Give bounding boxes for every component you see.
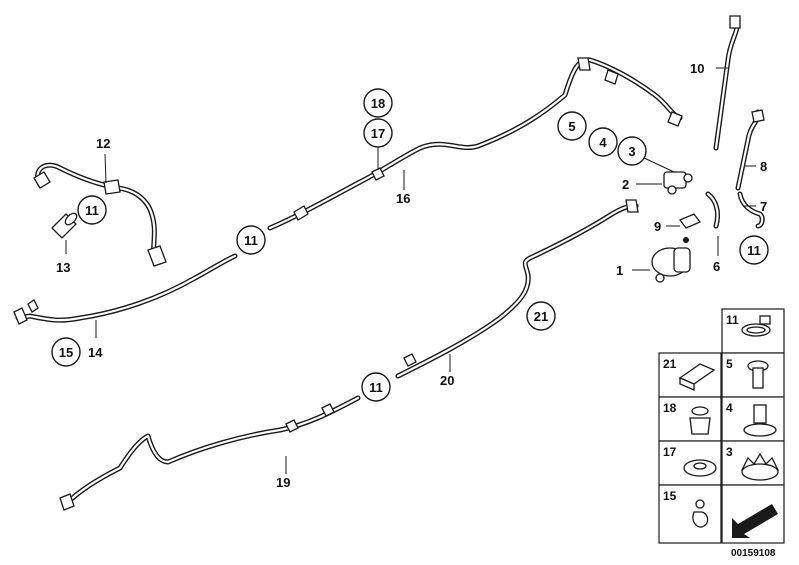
- pipe-19: [59, 395, 361, 511]
- arrow-icon: [732, 504, 778, 538]
- svg-text:3: 3: [628, 144, 635, 159]
- svg-text:17: 17: [371, 126, 385, 141]
- pipe-14: [13, 253, 238, 325]
- svg-text:18: 18: [663, 401, 677, 415]
- svg-text:11: 11: [726, 313, 739, 327]
- callout-3: 3: [617, 136, 647, 166]
- pump-1: [651, 237, 691, 283]
- gear-clip-icon: [740, 452, 780, 481]
- callout-11-mid: 11: [236, 225, 266, 255]
- callout-1: 1: [616, 263, 623, 278]
- svg-text:7: 7: [760, 199, 767, 214]
- grommet-icon: [689, 406, 711, 435]
- bolt-icon: [747, 360, 769, 389]
- hose-clamp-icon: [741, 315, 771, 337]
- callout-7: 7: [760, 199, 767, 214]
- rubber-mount-icon: [678, 363, 716, 391]
- callout-4: 4: [588, 127, 618, 157]
- svg-text:13: 13: [56, 260, 70, 275]
- svg-text:18: 18: [371, 96, 385, 111]
- callout-17: 17: [363, 118, 393, 148]
- clip-9: [678, 213, 702, 229]
- svg-text:12: 12: [96, 136, 110, 151]
- hose-12: [33, 162, 167, 267]
- svg-text:9: 9: [654, 219, 661, 234]
- callout-10: 10: [690, 61, 704, 76]
- callout-11-left: 11: [77, 195, 107, 225]
- callout-13: 13: [56, 260, 70, 275]
- hose-10: [713, 15, 741, 151]
- callout-11-right: 11: [739, 235, 769, 265]
- valve-2: [663, 171, 693, 195]
- pipe-20: [395, 199, 639, 379]
- sleeve-13: [51, 212, 78, 239]
- svg-text:15: 15: [663, 489, 677, 503]
- svg-text:1: 1: [616, 263, 623, 278]
- svg-text:11: 11: [747, 243, 761, 258]
- svg-text:11: 11: [244, 233, 258, 248]
- svg-text:16: 16: [396, 191, 410, 206]
- callout-21: 21: [526, 301, 556, 331]
- svg-text:5: 5: [726, 357, 733, 371]
- clip-icon: [692, 499, 709, 528]
- hose-7: [737, 191, 765, 229]
- svg-text:17: 17: [663, 445, 677, 459]
- callout-15: 15: [51, 337, 81, 367]
- svg-text:10: 10: [690, 61, 704, 76]
- svg-text:3: 3: [726, 445, 733, 459]
- svg-text:11: 11: [369, 380, 383, 395]
- svg-text:15: 15: [59, 345, 73, 360]
- callout-6: 6: [713, 259, 720, 274]
- document-number: 00159108: [731, 548, 776, 559]
- washer-icon: [683, 459, 717, 477]
- callout-9: 9: [654, 219, 661, 234]
- svg-text:11: 11: [85, 203, 99, 218]
- callout-18: 18: [363, 88, 393, 118]
- svg-text:4: 4: [599, 135, 607, 150]
- svg-text:21: 21: [534, 309, 548, 324]
- svg-text:20: 20: [440, 373, 454, 388]
- callout-12: 12: [96, 136, 110, 151]
- hose-6: [705, 191, 721, 229]
- svg-text:21: 21: [663, 357, 677, 371]
- callout-19: 19: [276, 475, 290, 490]
- svg-text:4: 4: [726, 401, 733, 415]
- callout-20: 20: [440, 373, 454, 388]
- callout-5: 5: [557, 111, 587, 141]
- svg-text:2: 2: [622, 177, 629, 192]
- svg-text:8: 8: [760, 159, 767, 174]
- svg-text:5: 5: [568, 119, 575, 134]
- cap-icon: [743, 404, 777, 437]
- svg-text:19: 19: [276, 475, 290, 490]
- parts-legend: 11 21 5 18 4: [658, 308, 785, 544]
- callout-8: 8: [760, 159, 767, 174]
- callout-11-lower: 11: [361, 372, 391, 402]
- callout-2: 2: [622, 177, 629, 192]
- callout-14: 14: [88, 345, 103, 360]
- callout-16: 16: [396, 191, 410, 206]
- legend-cell-15: [658, 484, 722, 544]
- leader-lines: [65, 67, 756, 474]
- svg-text:6: 6: [713, 259, 720, 274]
- pipe-16: [267, 57, 683, 231]
- hose-8: [735, 109, 765, 191]
- svg-text:14: 14: [88, 345, 103, 360]
